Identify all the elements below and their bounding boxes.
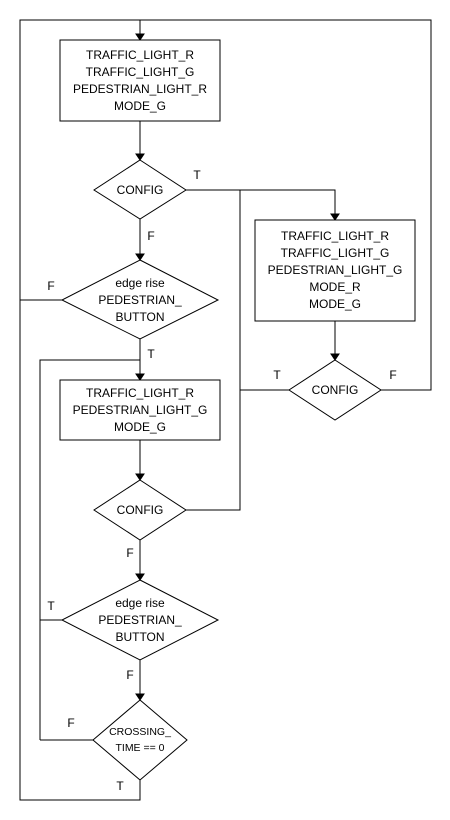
crossing-line-2: TIME == 0: [115, 742, 164, 754]
decision-config-3: CONFIG: [288, 359, 382, 421]
label-config2-false: F: [126, 546, 133, 560]
box2-line-1: TRAFFIC_LIGHT_R: [86, 386, 194, 400]
box2-line-3: MODE_G: [114, 420, 166, 434]
decision-config-2-shape: [93, 479, 187, 541]
label-edge2-true: T: [47, 599, 55, 613]
box3-line-1: TRAFFIC_LIGHT_R: [281, 229, 389, 243]
decision-edge-rise-1: edge rise PEDESTRIAN_ BUTTON: [60, 259, 220, 340]
label-edge1-false: F: [47, 279, 54, 293]
decision-edge-rise-1-shape: [60, 259, 220, 340]
edge2-line-3: BUTTON: [115, 630, 164, 644]
state-box-3: TRAFFIC_LIGHT_R TRAFFIC_LIGHT_G PEDESTRI…: [254, 219, 416, 322]
config1-label: CONFIG: [117, 183, 164, 197]
box3-line-5: MODE_G: [309, 297, 361, 311]
label-config3-true: T: [273, 368, 281, 382]
arrowhead: [330, 213, 340, 221]
box2-line-2: PEDESTRIAN_LIGHT_G: [73, 403, 208, 417]
crossing-line-1: CROSSING_: [109, 726, 171, 738]
edge-labels: T F F T T F F T F F T: [47, 168, 396, 793]
edge1-line-3: BUTTON: [115, 310, 164, 324]
label-config1-true: T: [193, 168, 201, 182]
box1-line-1: TRAFFIC_LIGHT_R: [86, 48, 194, 62]
arrowhead: [135, 693, 145, 701]
connector-config3-false-loop: [140, 19, 432, 391]
label-config1-false: F: [147, 229, 154, 243]
connector-inner-loop: [39, 359, 140, 740]
connector-crossing-true-loop: [19, 300, 141, 801]
config2-label: CONFIG: [117, 503, 164, 517]
decision-edge-rise-2-shape: [60, 579, 220, 661]
connector-config1-to-box3: [186, 189, 336, 214]
arrowhead: [135, 573, 145, 581]
state-box-3-rect: [254, 219, 416, 322]
decision-config-1-shape: [93, 159, 187, 220]
arrowhead: [135, 33, 145, 41]
label-edge2-false: F: [126, 668, 133, 682]
arrowhead: [135, 473, 145, 481]
edge1-line-1: edge rise: [115, 276, 165, 290]
label-config3-false: F: [389, 368, 396, 382]
decision-config-3-shape: [288, 359, 382, 421]
box3-line-3: PEDESTRIAN_LIGHT_G: [268, 263, 403, 277]
connector-config2-to-right-line: [186, 190, 241, 511]
arrowhead: [135, 373, 145, 381]
label-edge1-true: T: [147, 347, 155, 361]
edge2-line-2: PEDESTRIAN_: [98, 613, 182, 627]
connectors: [19, 19, 432, 801]
box1-line-2: TRAFFIC_LIGHT_G: [86, 65, 195, 79]
box1-line-4: MODE_G: [114, 99, 166, 113]
arrowhead: [135, 153, 145, 161]
decision-crossing-time: CROSSING_ TIME == 0: [92, 699, 188, 781]
label-crossing-false: F: [67, 716, 74, 730]
label-crossing-true: T: [116, 779, 124, 793]
arrowhead: [330, 353, 340, 361]
edge2-line-1: edge rise: [115, 596, 165, 610]
state-box-1: TRAFFIC_LIGHT_R TRAFFIC_LIGHT_G PEDESTRI…: [59, 39, 221, 122]
state-box-2-rect: [59, 379, 221, 441]
arrowhead: [135, 253, 145, 261]
state-box-1-rect: [59, 39, 221, 122]
edge1-line-2: PEDESTRIAN_: [98, 293, 182, 307]
decision-config-2: CONFIG: [93, 479, 187, 541]
decision-config-1: CONFIG: [93, 159, 187, 220]
box1-line-3: PEDESTRIAN_LIGHT_R: [73, 82, 207, 96]
state-box-2: TRAFFIC_LIGHT_R PEDESTRIAN_LIGHT_G MODE_…: [59, 379, 221, 441]
connector-edge1-false-loop: [19, 19, 140, 301]
config3-label: CONFIG: [312, 383, 359, 397]
box3-line-4: MODE_R: [309, 280, 361, 294]
decision-crossing-time-shape: [92, 699, 188, 781]
decision-edge-rise-2: edge rise PEDESTRIAN_ BUTTON: [60, 579, 220, 661]
box3-line-2: TRAFFIC_LIGHT_G: [281, 246, 390, 260]
